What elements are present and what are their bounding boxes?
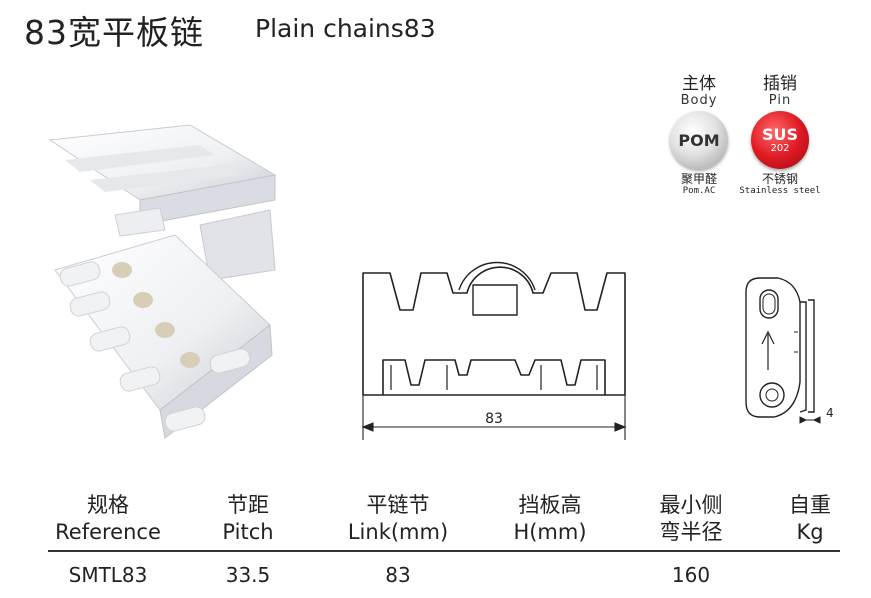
body-material-cn: 聚甲醛 bbox=[680, 172, 717, 186]
pin-material-en: Stainless steel bbox=[739, 186, 821, 196]
col-pitch: 节距 Pitch bbox=[222, 492, 273, 546]
col-height-cn: 挡板高 bbox=[518, 493, 582, 517]
width-dimension-label: 83 bbox=[485, 411, 503, 427]
sus-badge-line2: 202 bbox=[770, 143, 790, 154]
col-link-cn: 平链节 bbox=[366, 493, 430, 517]
col-min-radius-line2: 弯半径 bbox=[659, 520, 723, 544]
col-pitch-en: Pitch bbox=[222, 520, 274, 544]
product-photo bbox=[48, 124, 277, 439]
pom-badge-text: POM bbox=[678, 130, 720, 150]
col-reference: 规格 Reference bbox=[55, 492, 161, 546]
cell-link: 83 bbox=[385, 563, 411, 587]
sus-badge-icon: SUS 202 bbox=[751, 111, 809, 169]
body-label-cn: 主体 bbox=[682, 74, 716, 94]
pin-label-en: Pin bbox=[768, 93, 792, 108]
thickness-dimension-label: 4 bbox=[826, 406, 834, 420]
chain-photo-top bbox=[48, 124, 277, 281]
top-view-drawing: 83 bbox=[361, 261, 627, 440]
sus-badge-line1: SUS bbox=[761, 125, 799, 144]
col-min-radius-line1: 最小侧 bbox=[659, 493, 723, 517]
body-material-en: Pom.AC bbox=[682, 186, 716, 196]
col-reference-cn: 规格 bbox=[87, 493, 129, 517]
col-weight-cn: 自重 bbox=[789, 493, 831, 517]
body-label-en: Body bbox=[680, 93, 718, 108]
col-weight: 自重 Kg bbox=[789, 492, 831, 546]
col-reference-en: Reference bbox=[55, 520, 161, 544]
col-height-en: H(mm) bbox=[513, 520, 587, 544]
pin-label-cn: 插销 bbox=[763, 74, 797, 94]
col-min-radius: 最小侧 弯半径 bbox=[660, 492, 723, 546]
pom-badge-icon: POM bbox=[670, 111, 728, 169]
pin-material-cn: 不锈钢 bbox=[761, 172, 798, 186]
direction-arrow-icon bbox=[761, 330, 775, 370]
cell-min-radius: 160 bbox=[671, 563, 711, 587]
cell-pitch: 33.5 bbox=[225, 563, 271, 587]
side-view-drawing: 4 bbox=[745, 277, 834, 424]
table-row: SMTL83 33.5 83 160 bbox=[48, 560, 840, 590]
cell-reference: SMTL83 bbox=[68, 563, 148, 587]
col-link-en: Link(mm) bbox=[347, 520, 449, 544]
col-link: 平链节 Link(mm) bbox=[348, 492, 448, 546]
chain-photo-bottom bbox=[54, 234, 273, 439]
spec-table-header: 规格 Reference 节距 Pitch 平链节 Link(mm) 挡板高 H… bbox=[48, 492, 840, 552]
col-height: 挡板高 H(mm) bbox=[513, 492, 586, 546]
pin-material: 插销 Pin SUS 202 不锈钢 Stainless steel bbox=[732, 74, 828, 197]
col-pitch-cn: 节距 bbox=[226, 493, 269, 517]
body-material: 主体 Body POM 聚甲醛 Pom.AC bbox=[664, 74, 734, 197]
page-title-cn: 83宽平板链 bbox=[24, 13, 204, 52]
col-weight-en: Kg bbox=[796, 520, 824, 544]
page-title-en: Plain chains83 bbox=[255, 14, 436, 43]
